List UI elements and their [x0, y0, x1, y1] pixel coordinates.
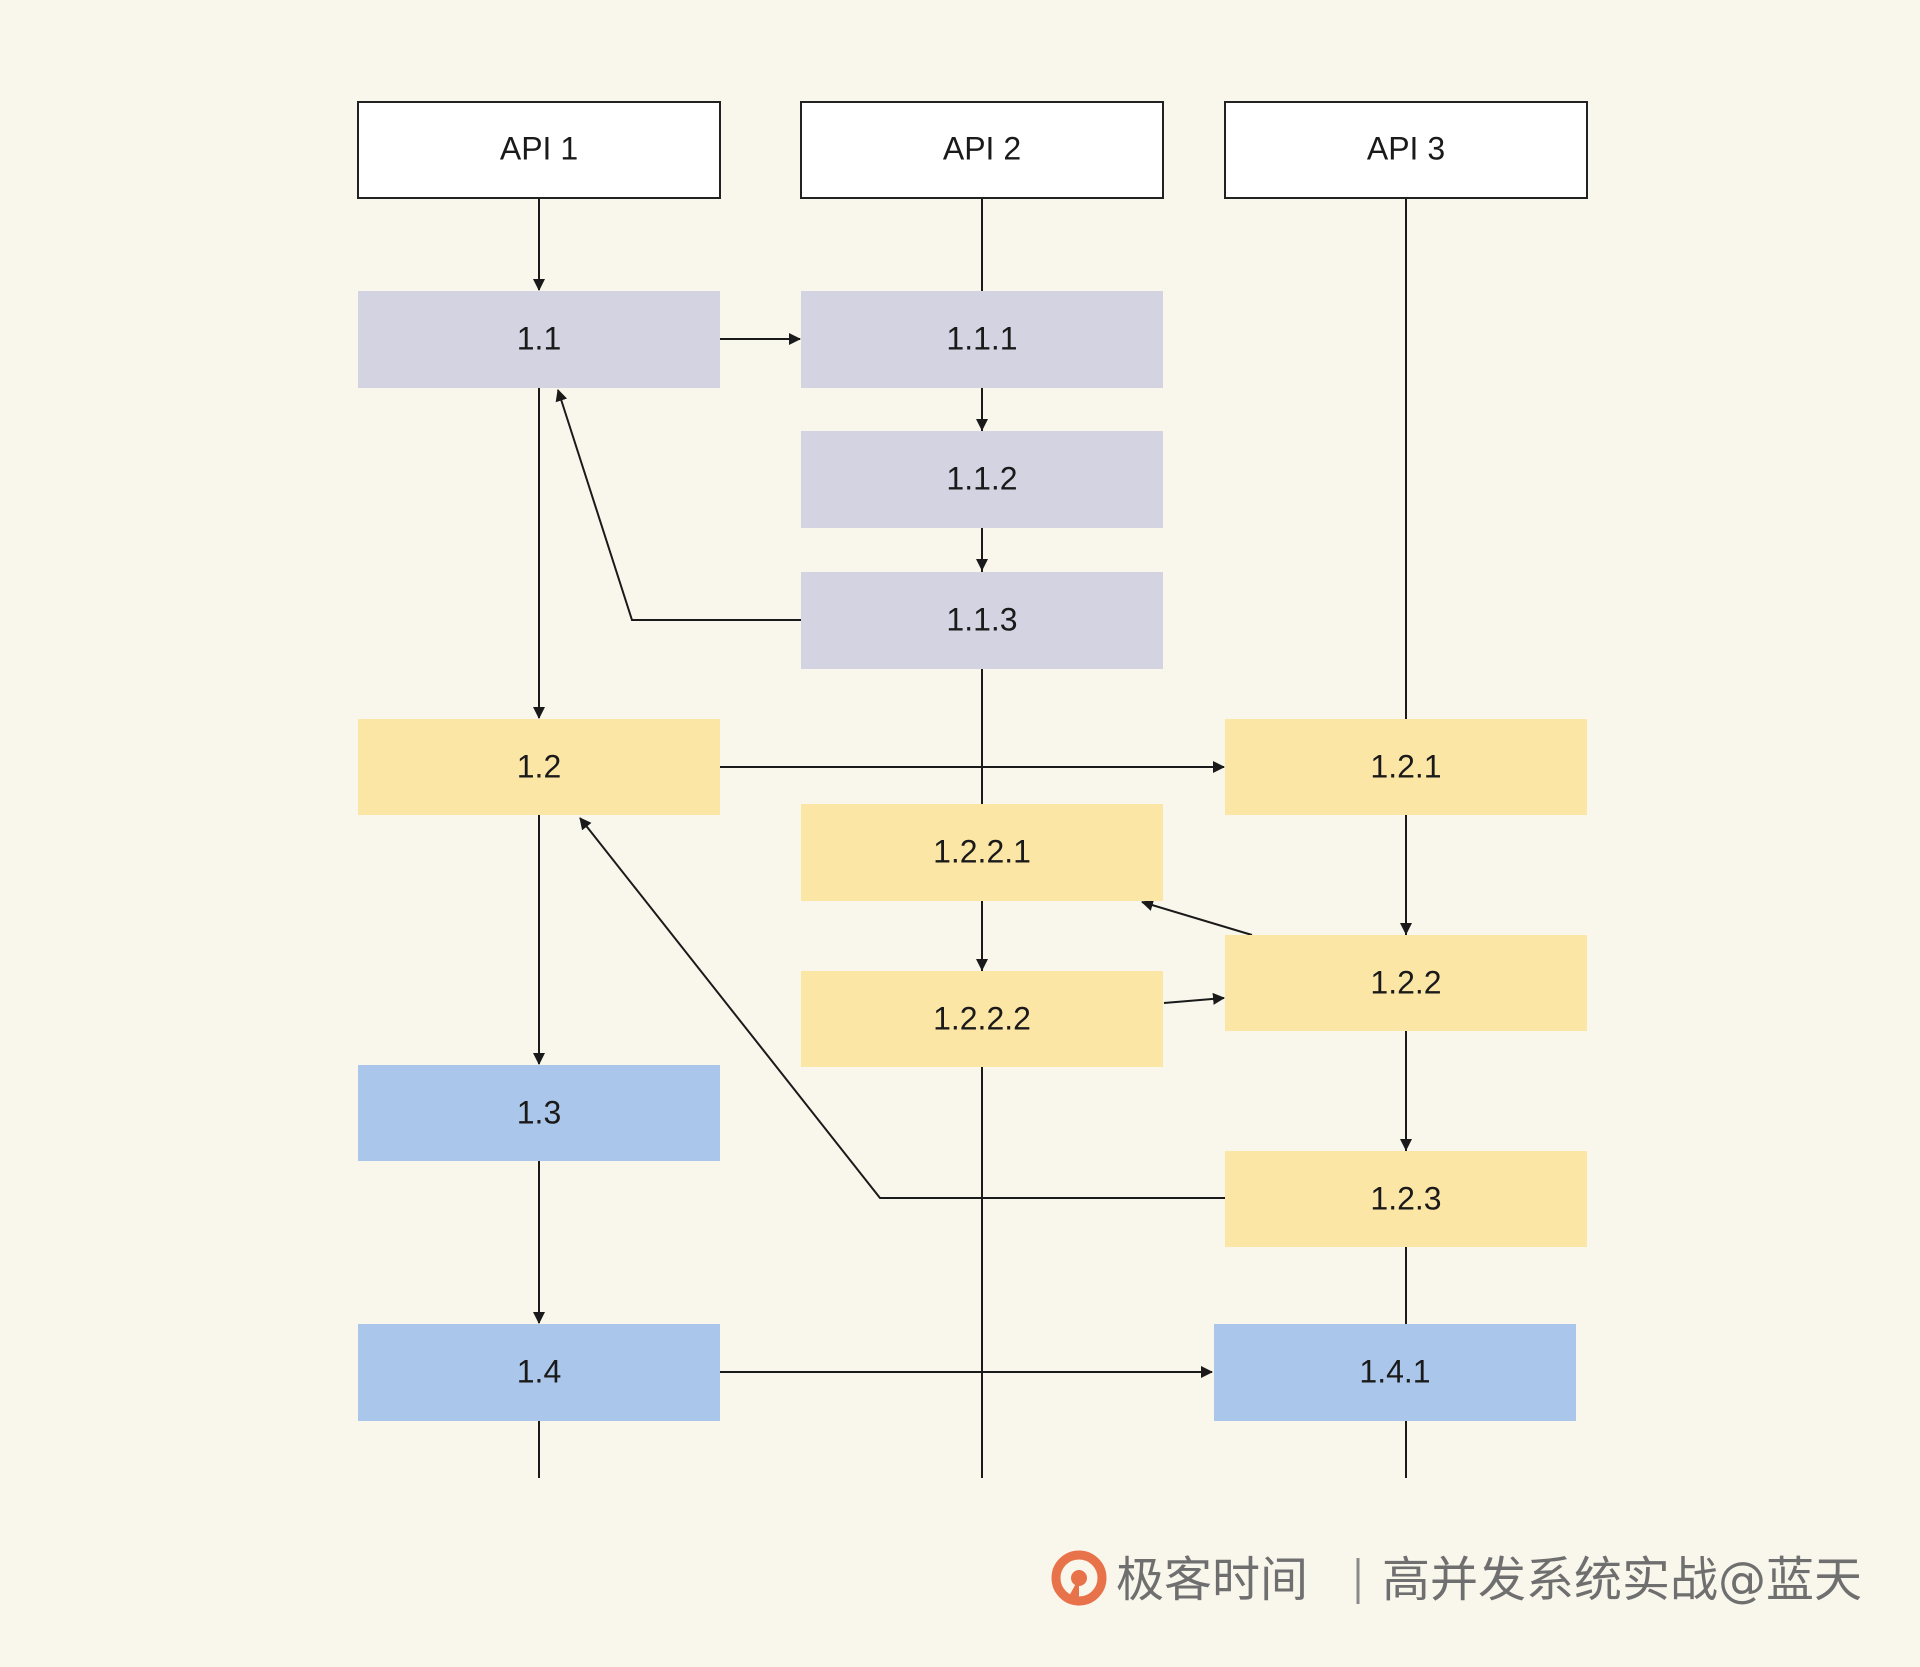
node-1-1-2: 1.1.2 — [801, 431, 1163, 528]
edge-1-2-2-to-1-2-2-1 — [1141, 899, 1253, 936]
step-2-group: 1.2 1.2.1 1.2.2.1 1.2.2 1.2.2.2 1.2.3 — [358, 719, 1587, 1247]
node-label: 1.4 — [517, 1353, 561, 1389]
header-row: API 1 API 2 API 3 — [357, 101, 1588, 199]
node-label: 1.1.2 — [946, 460, 1017, 496]
node-label: 1.2.3 — [1370, 1180, 1441, 1216]
node-label: 1.1 — [517, 320, 561, 356]
node-1-2: 1.2 — [358, 719, 720, 815]
watermark: 极客时间 高并发系统实战@蓝天 — [1051, 1550, 1862, 1608]
node-1-1-1: 1.1.1 — [801, 291, 1163, 388]
node-api-2: API 2 — [800, 101, 1164, 199]
node-label: API 1 — [500, 130, 578, 166]
edge-1-2-3-to-1-2 — [579, 817, 1226, 1199]
node-label: API 3 — [1367, 130, 1445, 166]
node-label: 1.1.1 — [946, 320, 1017, 356]
node-label: 1.2.2.1 — [933, 833, 1031, 869]
watermark-course: 高并发系统实战@蓝天 — [1382, 1552, 1862, 1608]
node-api-3: API 3 — [1224, 101, 1588, 199]
node-1-2-3: 1.2.3 — [1225, 1151, 1587, 1247]
node-label: 1.4.1 — [1359, 1353, 1430, 1389]
node-1-2-1: 1.2.1 — [1225, 719, 1587, 815]
node-label: 1.3 — [517, 1094, 561, 1130]
node-label: 1.2.2 — [1370, 964, 1441, 1000]
node-1-3: 1.3 — [358, 1065, 720, 1161]
step-3-group: 1.3 1.4 1.4.1 — [358, 1065, 1576, 1421]
node-label: 1.2 — [517, 748, 561, 784]
connectors — [533, 198, 1412, 1378]
node-1-1: 1.1 — [358, 291, 720, 388]
node-1-2-2-1: 1.2.2.1 — [801, 804, 1163, 901]
node-label: 1.2.2.2 — [933, 1000, 1031, 1036]
node-label: API 2 — [943, 130, 1021, 166]
node-1-1-3: 1.1.3 — [801, 572, 1163, 669]
edge-1-2-2-2-to-1-2-2 — [1163, 992, 1225, 1005]
step-1-group: 1.1 1.1.1 1.1.2 1.1.3 — [358, 291, 1163, 669]
node-1-2-2-2: 1.2.2.2 — [801, 971, 1163, 1067]
node-api-1: API 1 — [357, 101, 721, 199]
node-label: 1.1.3 — [946, 601, 1017, 637]
node-1-2-2: 1.2.2 — [1225, 935, 1587, 1031]
node-1-4-1: 1.4.1 — [1214, 1324, 1576, 1421]
edge-1-1-3-to-1-1 — [555, 389, 802, 621]
node-label: 1.2.1 — [1370, 748, 1441, 784]
geektime-logo-icon — [1051, 1550, 1107, 1606]
node-1-4: 1.4 — [358, 1324, 720, 1421]
watermark-brand: 极客时间 — [1116, 1552, 1308, 1608]
